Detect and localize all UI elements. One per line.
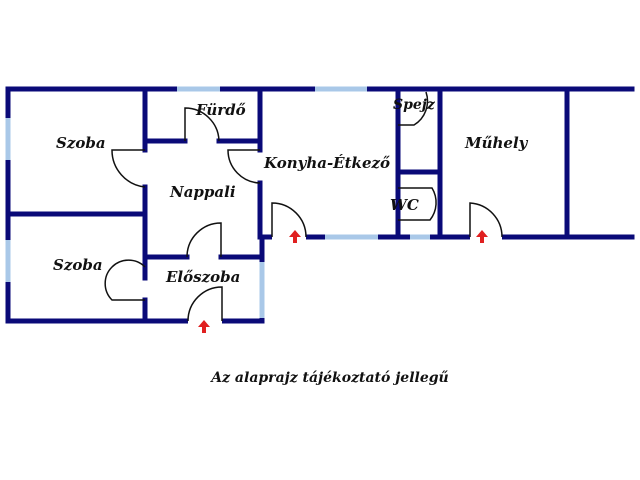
walls bbox=[5, 86, 635, 324]
windows bbox=[5, 86, 502, 324]
room-label-spejz: Spejz bbox=[393, 97, 435, 113]
room-label-szoba: Szoba bbox=[56, 134, 106, 152]
caption: Az alaprajz tájékoztató jellegű bbox=[211, 370, 449, 386]
doors bbox=[104, 91, 503, 322]
room-label-nappali: Nappali bbox=[170, 183, 236, 201]
room-label-szoba: Szoba bbox=[53, 256, 103, 274]
room-label-furdo: Fürdő bbox=[196, 101, 246, 119]
room-label-eloszoba: Előszoba bbox=[166, 268, 241, 286]
entrance-arrow-icon bbox=[289, 230, 301, 243]
room-label-konyha: Konyha-Étkező bbox=[264, 154, 391, 172]
entrance-arrow-icon bbox=[476, 230, 488, 243]
entrance-arrow-icon bbox=[198, 320, 210, 333]
room-label-muhely: Műhely bbox=[465, 134, 528, 152]
entrance-arrows bbox=[198, 230, 488, 333]
room-label-wc: WC bbox=[390, 196, 419, 214]
